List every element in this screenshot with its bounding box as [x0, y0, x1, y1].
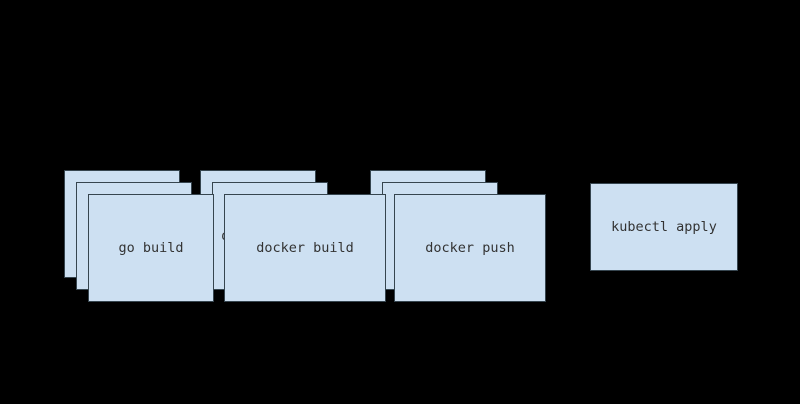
node-label-docker-build: docker build	[256, 240, 354, 256]
node-group-go-build[interactable]: go build go build go build	[64, 170, 214, 302]
node-card-go-build-front[interactable]: go build	[88, 194, 214, 302]
node-label-docker-push: docker push	[425, 240, 515, 256]
node-card-docker-build-front[interactable]: docker build	[224, 194, 386, 302]
node-card-docker-push-front[interactable]: docker push	[394, 194, 546, 302]
node-group-docker-build[interactable]: docker build docker build docker build	[200, 170, 386, 302]
node-label-go-build: go build	[118, 240, 184, 256]
node-group-docker-push[interactable]: docker push docker push docker push	[370, 170, 546, 302]
node-label-kubectl-apply: kubectl apply	[611, 219, 717, 235]
node-kubectl-apply[interactable]: kubectl apply	[590, 183, 738, 271]
